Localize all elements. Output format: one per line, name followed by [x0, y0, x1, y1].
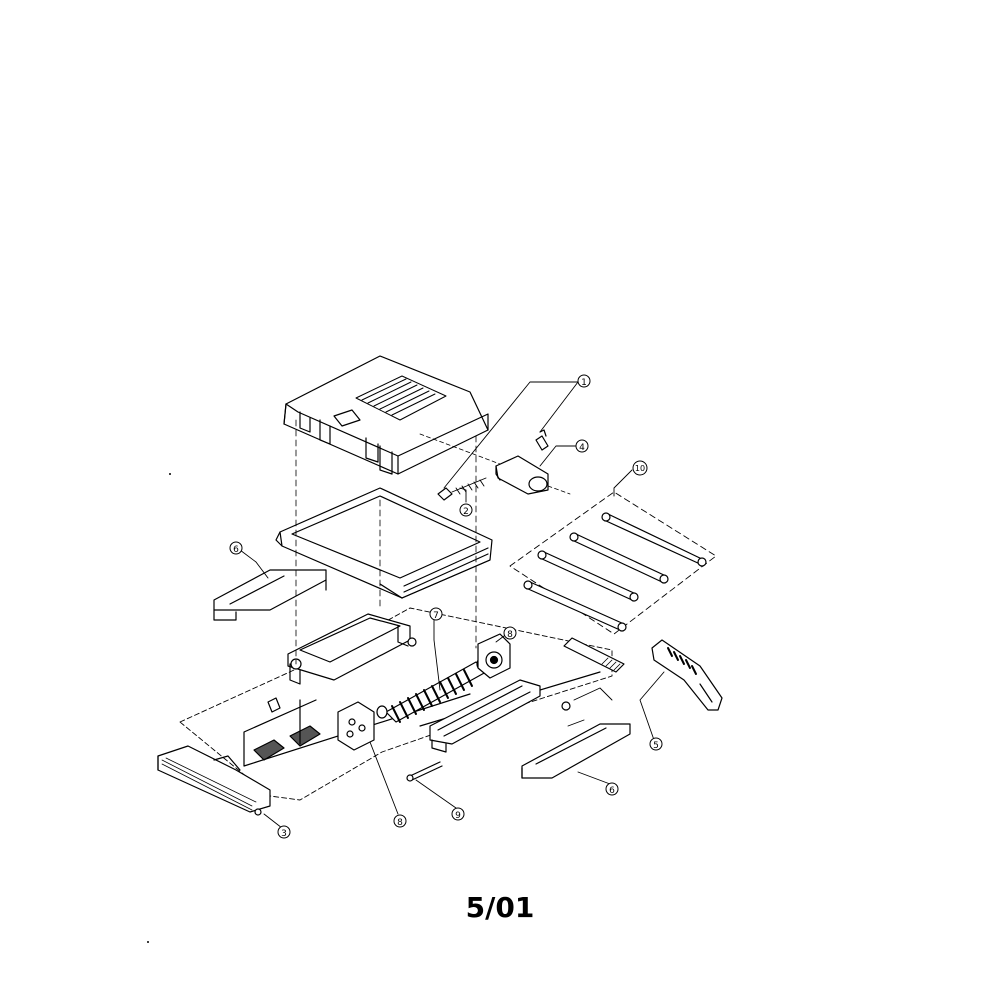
- svg-text:10: 10: [635, 464, 645, 473]
- front-nozzle: [157, 745, 271, 816]
- axle-rod: [406, 761, 443, 782]
- callout-2: 2: [459, 503, 473, 517]
- latch-pin-1a: [535, 429, 549, 451]
- latch-spring: [451, 477, 487, 495]
- svg-text:9: 9: [455, 811, 461, 821]
- svg-text:7: 7: [433, 611, 439, 621]
- brush-roll: [376, 657, 488, 723]
- handle-grip: [651, 639, 723, 711]
- svg-text:6: 6: [233, 545, 239, 555]
- svg-text:8: 8: [397, 818, 403, 828]
- callout-6a: 6: [229, 541, 243, 555]
- callout-3: 3: [277, 825, 291, 839]
- callout-7: 7: [429, 607, 443, 621]
- wand-end-piece: [563, 637, 625, 673]
- brush-endcap-left: [337, 701, 375, 751]
- callout-10: 10: [632, 460, 648, 476]
- svg-text:5: 5: [653, 741, 659, 751]
- callout-5: 5: [649, 737, 663, 751]
- callout-6b: 6: [605, 782, 619, 796]
- wand-tubes: [509, 491, 717, 635]
- top-cover: [283, 355, 489, 475]
- svg-text:4: 4: [579, 443, 585, 453]
- svg-text:6: 6: [609, 786, 615, 796]
- callout-8a: 8: [503, 626, 517, 640]
- callout-1: 1: [577, 374, 591, 388]
- speck: [147, 941, 149, 943]
- callout-4: 4: [575, 439, 589, 453]
- side-plate-right: [521, 723, 631, 779]
- callout-8b: 8: [393, 814, 407, 828]
- right-rail: [429, 679, 571, 753]
- svg-text:8: 8: [507, 630, 513, 640]
- callout-9: 9: [451, 807, 465, 821]
- brush-endcap-right: [477, 633, 511, 679]
- speck: [169, 473, 171, 475]
- side-plate-left: [213, 569, 327, 621]
- bumper-frame: [275, 487, 493, 599]
- main-chassis: [179, 607, 613, 801]
- date-code: 5/01: [465, 891, 535, 924]
- svg-text:2: 2: [463, 507, 469, 517]
- latch-release: [495, 455, 549, 495]
- cover-grille: [355, 375, 447, 421]
- svg-text:3: 3: [281, 829, 287, 839]
- latch-pin-1b: [437, 487, 453, 501]
- svg-text:1: 1: [581, 378, 587, 388]
